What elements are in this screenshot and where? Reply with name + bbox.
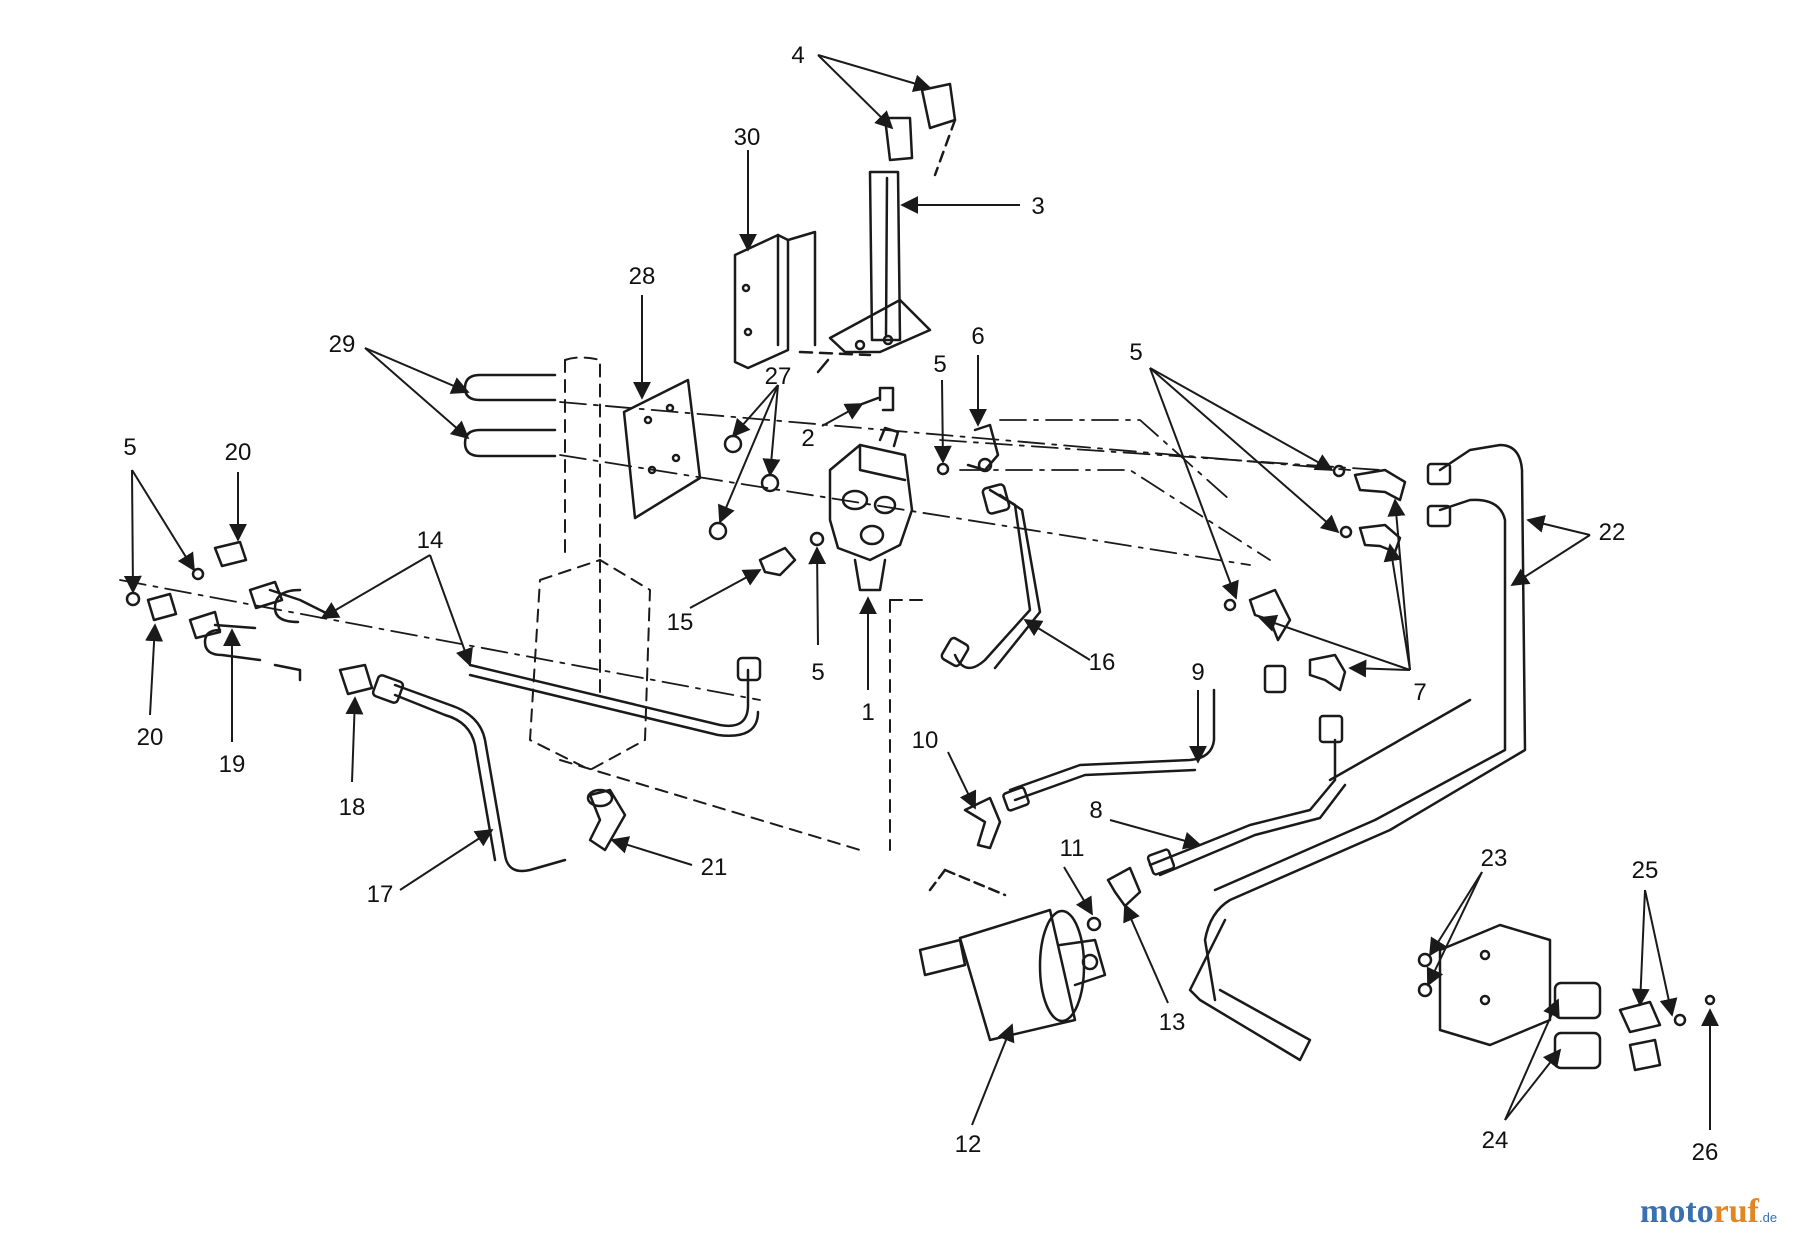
mounting-plate [622, 378, 702, 520]
elbow-10 [963, 786, 1030, 850]
lever-bracket [733, 230, 872, 370]
callout-18: 18 [339, 794, 366, 821]
callout-13: 13 [1159, 1009, 1186, 1036]
callout-9: 9 [1191, 659, 1204, 686]
steel-lines [1188, 443, 1527, 1062]
elbow-fitting [966, 423, 1000, 473]
callout-5-right: 5 [1129, 339, 1142, 366]
callout-26: 26 [1692, 1139, 1719, 1166]
callout-19: 19 [219, 751, 246, 778]
callout-17: 17 [367, 881, 394, 908]
hex-nuts [125, 434, 1353, 932]
watermark-part2: ruf [1714, 1193, 1760, 1230]
control-valve [828, 426, 914, 592]
callout-25: 25 [1632, 857, 1659, 884]
pressure-line-8 [1146, 714, 1347, 877]
callout-15: 15 [667, 609, 694, 636]
straight-fittings [146, 540, 374, 696]
callout-6: 6 [971, 323, 984, 350]
callout-28: 28 [629, 263, 656, 290]
callout-22: 22 [1599, 519, 1626, 546]
callout-24: 24 [1482, 1127, 1509, 1154]
callout-5-left: 5 [123, 434, 136, 461]
hose-line [940, 483, 1042, 670]
lever-grip [883, 82, 957, 177]
tee-fitting [758, 546, 797, 577]
callout-11: 11 [1060, 835, 1085, 862]
centerlines [119, 401, 1381, 701]
callout-labels: 4 30 3 28 29 27 2 5 6 5 5 20 14 15 5 1 1… [123, 42, 1718, 1166]
callout-20-top: 20 [225, 439, 252, 466]
callout-5-top: 5 [933, 351, 946, 378]
callout-20-bottom: 20 [137, 724, 164, 751]
hydraulic-cylinder [918, 868, 1107, 1042]
callout-14: 14 [417, 527, 444, 554]
watermark-part1: moto [1640, 1193, 1714, 1230]
right-elbow-fittings [1248, 468, 1407, 692]
elbow-13 [1106, 866, 1142, 908]
control-lever [816, 170, 932, 374]
callout-10: 10 [912, 727, 939, 754]
dust-caps [1618, 994, 1716, 1072]
callout-7: 7 [1413, 679, 1426, 706]
callout-1: 1 [861, 699, 874, 726]
callout-4: 4 [791, 42, 804, 69]
u-bolts [463, 373, 557, 458]
frame-outline [529, 356, 931, 851]
leader-lines [123, 54, 1719, 1130]
callout-23: 23 [1481, 845, 1508, 872]
callout-8: 8 [1089, 797, 1102, 824]
callout-29: 29 [329, 331, 356, 358]
callout-2: 2 [801, 425, 814, 452]
callout-3: 3 [1031, 193, 1044, 220]
callout-16: 16 [1089, 649, 1116, 676]
pressure-line-9 [1008, 664, 1287, 802]
callout-21: 21 [701, 854, 728, 881]
callout-30: 30 [734, 124, 761, 151]
svg-text:motoruf.de: motoruf.de [1640, 1193, 1777, 1230]
callout-27: 27 [765, 363, 792, 390]
callout-5-center: 5 [811, 659, 824, 686]
watermark-logo: motoruf.de [1640, 1193, 1777, 1230]
valve-pin [860, 386, 895, 412]
watermark-suffix: .de [1759, 1210, 1777, 1225]
callout-12: 12 [955, 1131, 982, 1158]
